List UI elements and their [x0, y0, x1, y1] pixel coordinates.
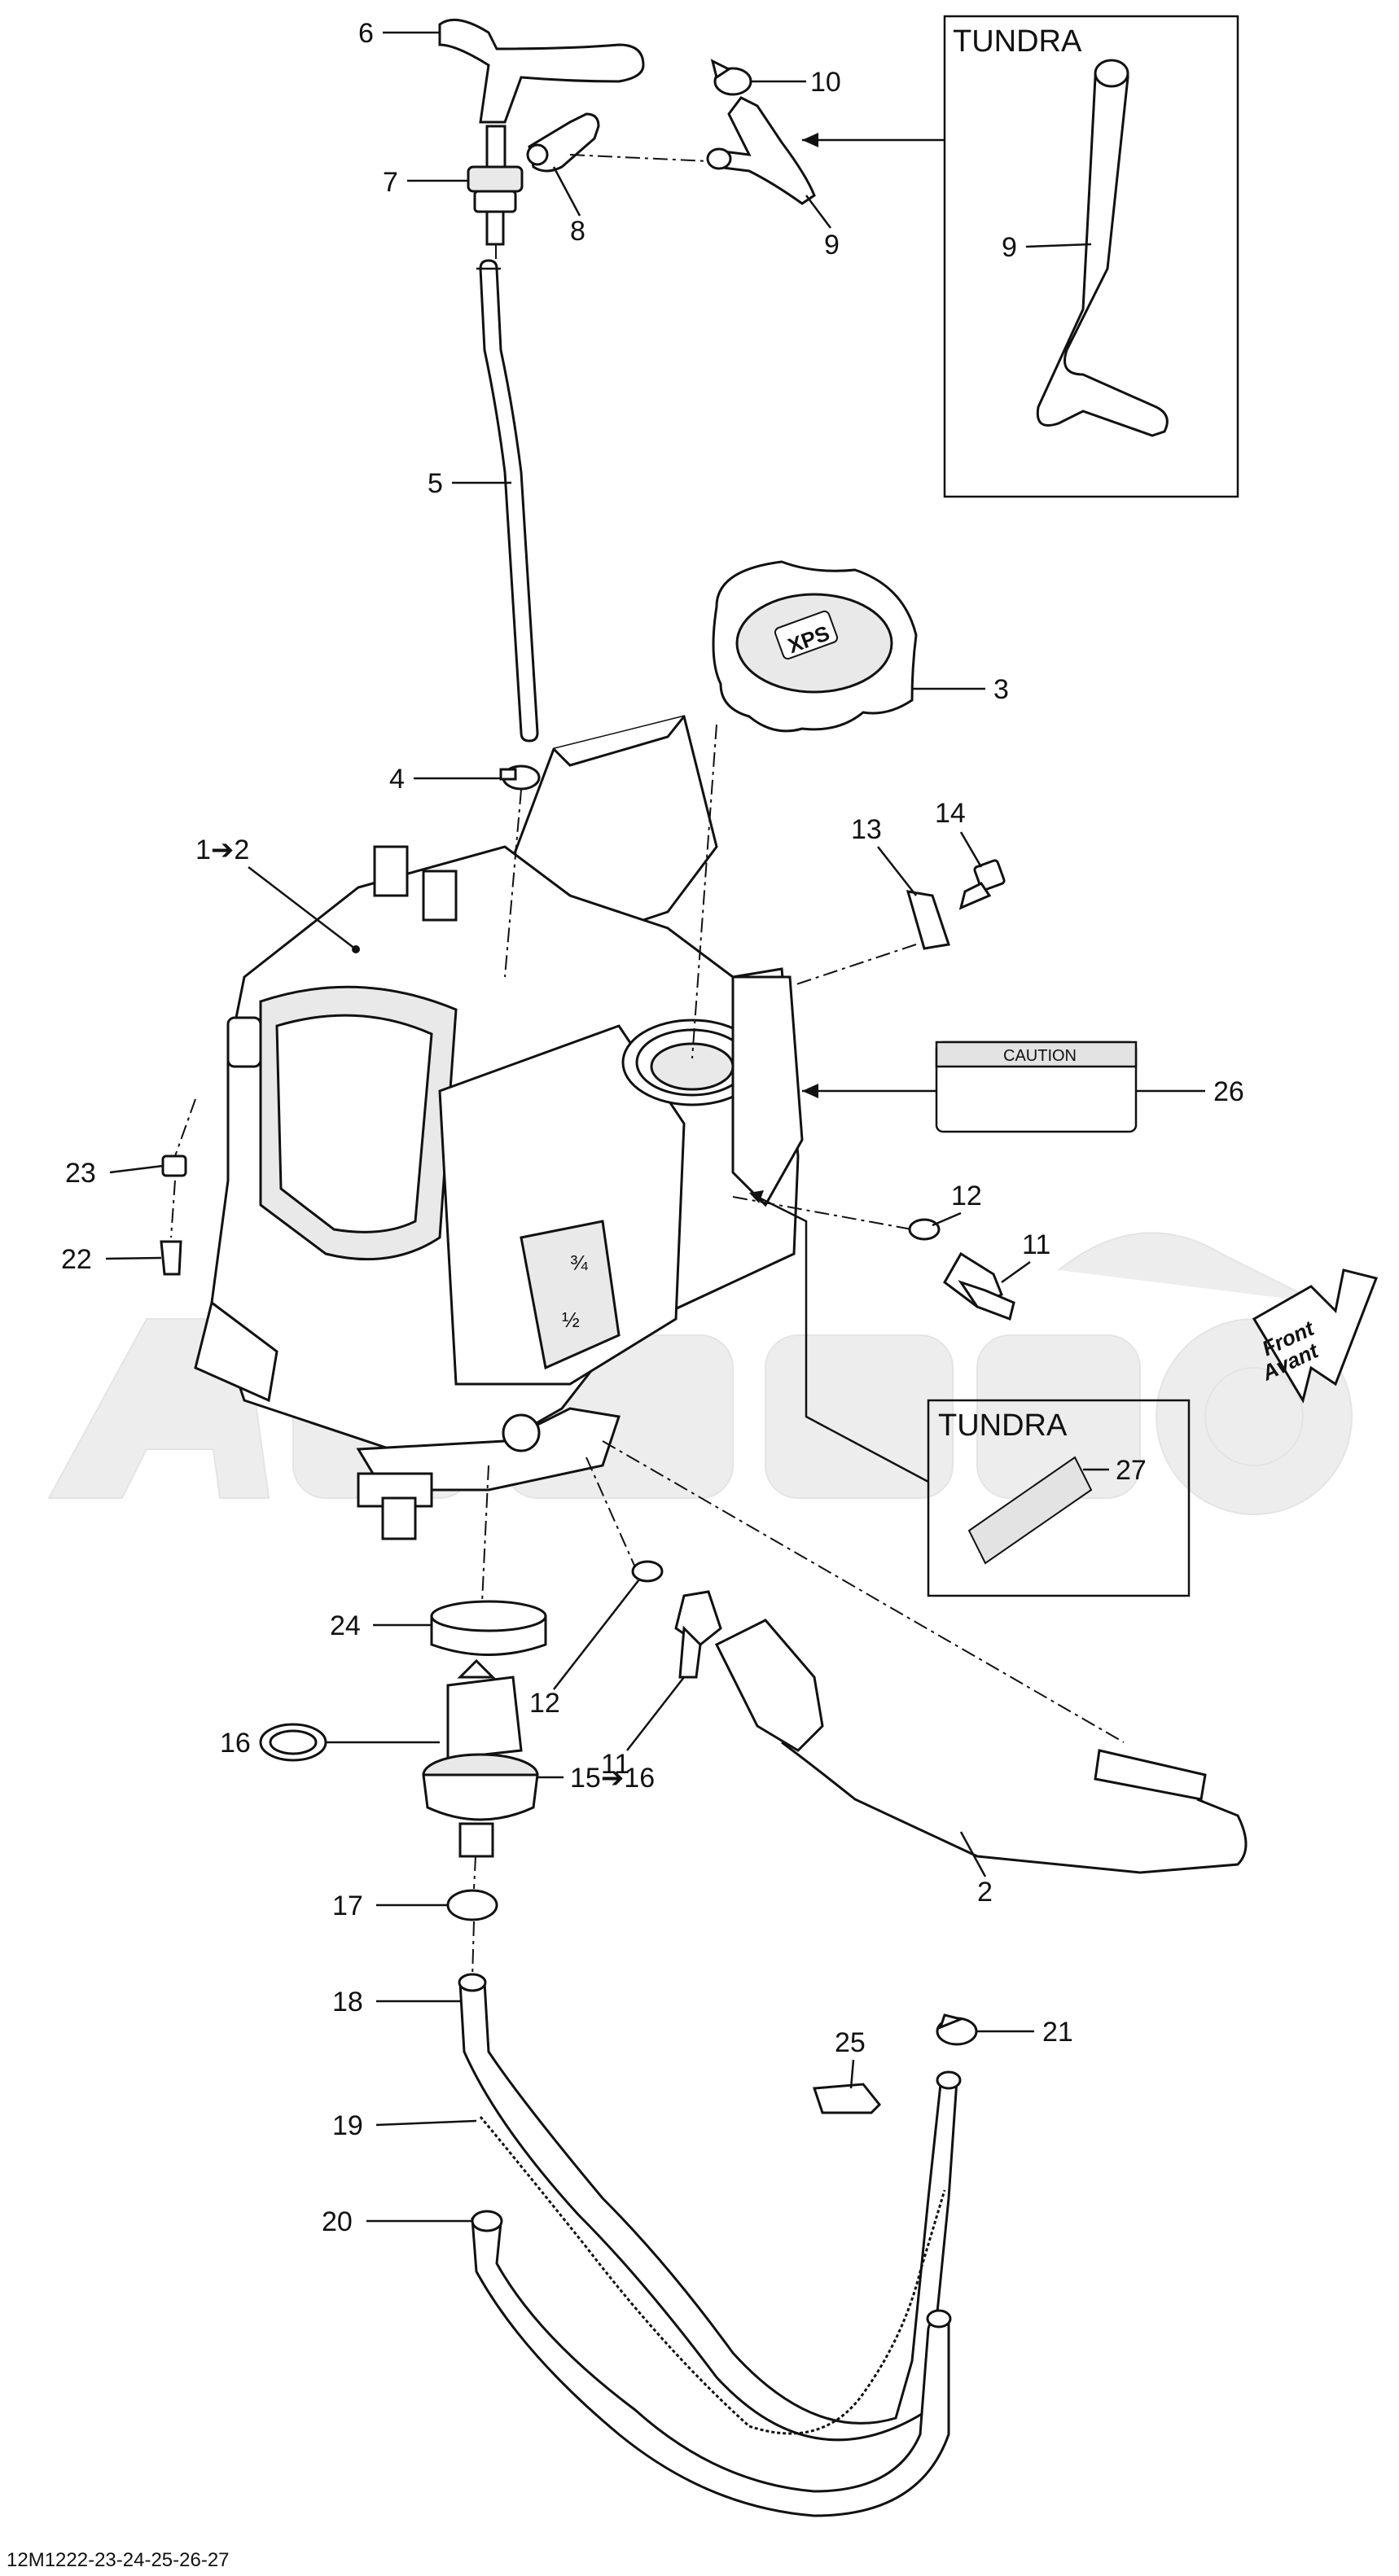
- dash-cap: [691, 724, 717, 1059]
- clamp-17: [446, 1889, 498, 1921]
- callout-10: 10: [810, 67, 841, 98]
- callout-4: 4: [389, 764, 405, 795]
- callout-11-lower: 11: [601, 1749, 629, 1780]
- callout-7: 7: [383, 167, 398, 198]
- callout-15: 15➔16: [570, 1763, 655, 1794]
- tundra-title-bottom: TUNDRA: [938, 1408, 1068, 1443]
- callout-22: 22: [61, 1244, 92, 1275]
- dash-22: [170, 1180, 176, 1238]
- dash-13: [793, 944, 917, 986]
- caution-label-26: CAUTION: [935, 1040, 1138, 1133]
- clamp-21: [936, 2013, 978, 2046]
- callout-25: 25: [835, 2027, 866, 2058]
- callout-12-upper: 12: [951, 1181, 982, 1211]
- check-valve-7: [467, 125, 524, 246]
- callout-14: 14: [935, 798, 966, 829]
- grommet-23: [161, 1154, 187, 1177]
- callout-11-upper: 11: [1022, 1229, 1050, 1260]
- gauge-mark: ¾: [570, 1251, 588, 1275]
- leader-8-9: [569, 154, 709, 162]
- callout-9: 9: [824, 230, 840, 261]
- vent-hose-6: [438, 18, 645, 124]
- callout-5: 5: [428, 468, 443, 499]
- clamp-24: [430, 1600, 547, 1656]
- callout-20: 20: [322, 2206, 353, 2237]
- callout-17: 17: [332, 1890, 363, 1921]
- callout-2: 2: [977, 1877, 993, 1908]
- callout-6: 6: [358, 18, 374, 49]
- sensor-harness-2: [714, 1619, 1248, 1874]
- plug-22: [160, 1240, 182, 1276]
- callout-27: 27: [1116, 1455, 1147, 1486]
- bolt-11-upper: [943, 1251, 1015, 1321]
- callout-18: 18: [332, 1987, 363, 2017]
- clamp-10: [710, 59, 752, 96]
- washer-12-upper: [908, 1218, 941, 1241]
- tundra-title-top: TUNDRA: [953, 24, 1082, 59]
- tundra-box-top: [943, 15, 1239, 498]
- callout-19: 19: [332, 2110, 363, 2141]
- callout-1: 1➔2: [195, 835, 249, 865]
- clip-25: [812, 2083, 882, 2114]
- vent-hose-9: [706, 96, 816, 205]
- callout-23: 23: [65, 1158, 96, 1189]
- hose-20: [471, 2210, 952, 2517]
- arrow-head: [802, 133, 818, 147]
- dash-23: [174, 1098, 196, 1157]
- vent-hose-5: [476, 259, 539, 743]
- washer-12-lower: [631, 1560, 664, 1583]
- callout-16: 16: [220, 1728, 251, 1759]
- hose-18: [458, 1973, 962, 2442]
- dash-12-lower: [585, 1457, 636, 1568]
- gauge-mark: ½: [562, 1308, 580, 1332]
- pad-13: [906, 890, 950, 950]
- tundra-box-bottom: [927, 1399, 1191, 1597]
- bolt-11-lower: [674, 1590, 722, 1679]
- callout-12-lower: 12: [529, 1688, 560, 1719]
- fuel-tank-1: ¾ ½: [194, 715, 804, 1540]
- dash-18: [471, 1921, 475, 1979]
- diagram-code: 12M1222-23-24-25-26-27: [7, 2549, 230, 2571]
- callout-3: 3: [993, 674, 1009, 705]
- callout-9-tundra: 9: [1002, 232, 1017, 263]
- spring-19: [479, 2116, 946, 2435]
- dash-sensor: [602, 1440, 1125, 1743]
- callout-13: 13: [851, 814, 882, 845]
- callouts: 6 7 8 10 9 9 5 3 4 1➔2 13 14 26 12 11 23: [61, 18, 1244, 2237]
- valve-15: [422, 1658, 539, 1858]
- dash-4: [504, 789, 522, 978]
- fitting-8: [526, 112, 600, 173]
- callout-21: 21: [1042, 2017, 1073, 2048]
- clamp-4: [499, 764, 541, 791]
- callout-8: 8: [570, 216, 585, 247]
- dash-17: [473, 1855, 476, 1890]
- callout-26: 26: [1213, 1076, 1244, 1107]
- leader-box-27: [757, 1195, 929, 1483]
- callout-24: 24: [330, 1610, 361, 1641]
- caution-text: CAUTION: [1003, 1047, 1077, 1065]
- fuel-cap-3: XPS: [712, 560, 918, 733]
- dash-12-upper: [732, 1196, 913, 1230]
- o-ring-16: [259, 1723, 327, 1762]
- screw-14: [958, 859, 1006, 910]
